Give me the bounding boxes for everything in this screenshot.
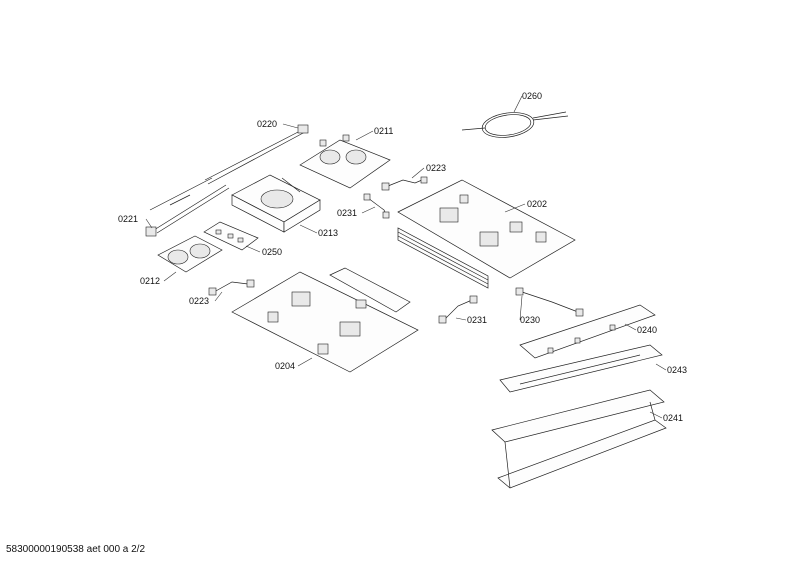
part-0223-cable-top[interactable]: [381, 176, 428, 191]
label-0240: 0240: [637, 325, 657, 335]
label-0204: 0204: [275, 361, 295, 371]
part-0230-cable[interactable]: [515, 287, 584, 317]
part-0240-display-board[interactable]: [519, 304, 656, 359]
part-0243-spacer[interactable]: [499, 344, 663, 393]
part-0231-cable-top[interactable]: [363, 193, 390, 219]
part-0202-power-board[interactable]: [397, 179, 576, 289]
label-0202: 0202: [527, 199, 547, 209]
label-0243: 0243: [667, 365, 687, 375]
part-0211-filter-board[interactable]: [299, 134, 391, 189]
part-0213-fan-housing[interactable]: [231, 174, 321, 233]
label-0241: 0241: [663, 413, 683, 423]
label-0220: 0220: [257, 119, 277, 129]
label-0223-bottom: 0223: [189, 296, 209, 306]
label-0223-top: 0223: [426, 163, 446, 173]
part-0260-power-cable[interactable]: [461, 109, 569, 140]
label-0213: 0213: [318, 228, 338, 238]
label-0260: 0260: [522, 91, 542, 101]
part-0223-cable-bottom[interactable]: [208, 279, 255, 296]
part-0231-cable-bottom[interactable]: [438, 295, 478, 324]
label-0212: 0212: [140, 276, 160, 286]
part-0221-wire-harness[interactable]: [145, 184, 230, 237]
label-0231-top: 0231: [337, 208, 357, 218]
part-0204-control-board[interactable]: [231, 267, 419, 373]
label-0230: 0230: [520, 315, 540, 325]
part-0241-frame[interactable]: [491, 389, 667, 489]
label-0231-bottom: 0231: [467, 315, 487, 325]
part-0250-small-board[interactable]: [203, 221, 259, 251]
part-0212-filter-board[interactable]: [157, 235, 223, 273]
label-0211: 0211: [374, 126, 393, 136]
leader-lines: [145, 95, 667, 419]
label-0250: 0250: [262, 247, 282, 257]
label-0221: 0221: [118, 214, 138, 224]
part-0220-wire-harness[interactable]: [149, 124, 309, 211]
part-labels: 0260 0220 0211 0223 0231 0202 0221 0213 …: [118, 91, 687, 423]
document-id-footer: 58300000190538 aet 000 a 2/2: [6, 544, 146, 555]
